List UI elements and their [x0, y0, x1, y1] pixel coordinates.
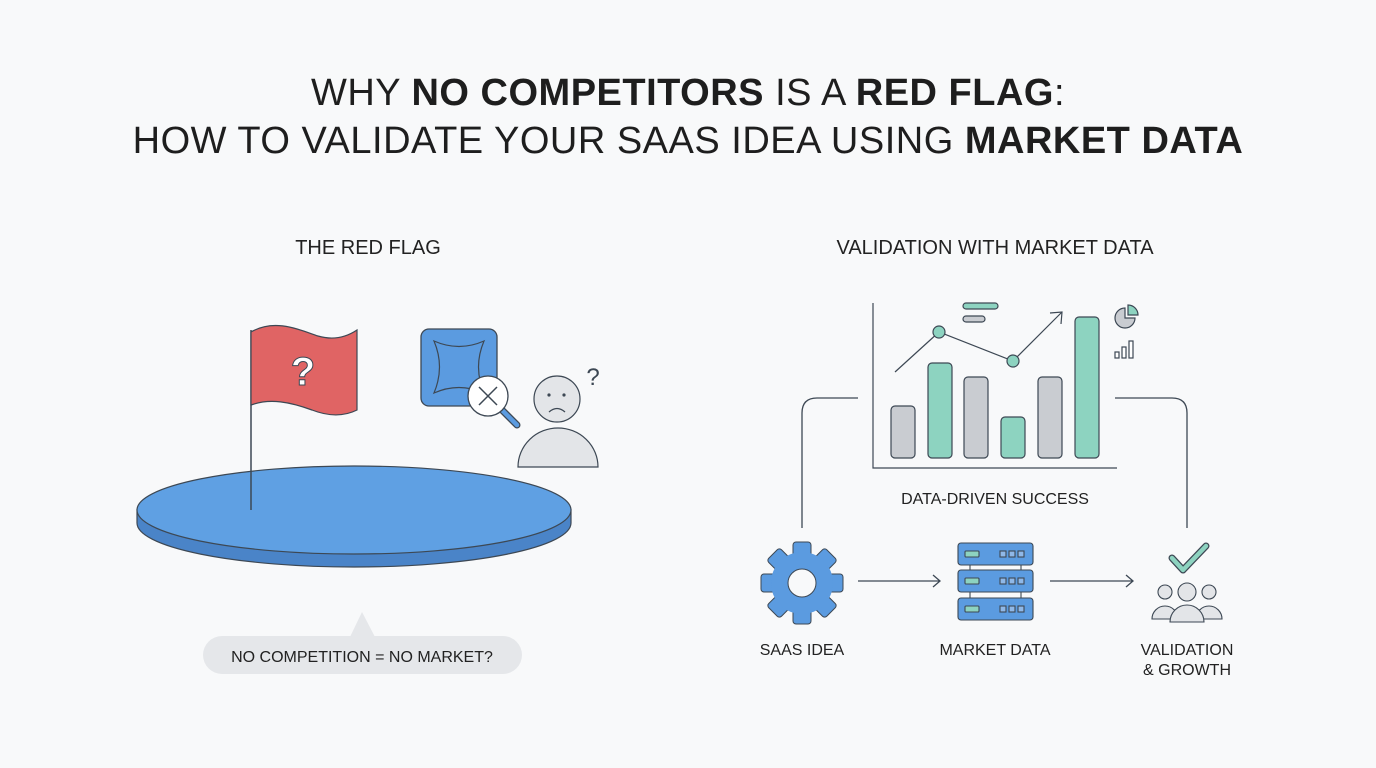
- bar: [1000, 416, 1026, 459]
- title-part-bold: RED FLAG: [855, 72, 1054, 114]
- title-part: HOW TO VALIDATE YOUR SAAS IDEA USING: [132, 120, 965, 162]
- users-check-icon: [1151, 542, 1223, 623]
- server-icon: [957, 542, 1034, 621]
- flag-question-mark: ?: [291, 350, 315, 394]
- title-part-bold: MARKET DATA: [964, 120, 1244, 162]
- bar: [963, 376, 989, 459]
- success-chart-illustration: [872, 302, 1139, 469]
- bar: [927, 362, 953, 459]
- bar: [890, 405, 916, 459]
- chart-caption: DATA-DRIVEN SUCCESS: [901, 491, 1089, 508]
- left-heading: THE RED FLAG: [295, 237, 441, 259]
- red-flag-icon: ?: [250, 324, 358, 510]
- person-question-mark: ?: [586, 364, 599, 391]
- right-heading: VALIDATION WITH MARKET DATA: [836, 237, 1154, 259]
- speech-bubble: NO COMPETITION = NO MARKET?: [203, 612, 522, 674]
- bubble-text: NO COMPETITION = NO MARKET?: [231, 649, 493, 666]
- bar: [1074, 316, 1100, 459]
- bar: [1037, 376, 1063, 459]
- step-label-saas-idea: SAAS IDEA: [760, 642, 845, 659]
- market-disk: [136, 465, 572, 568]
- title-part: :: [1053, 72, 1066, 114]
- title-line-1: WHY NO COMPETITORS IS A RED FLAG:: [0, 72, 1376, 115]
- step-label-validation: VALIDATION: [1141, 642, 1234, 659]
- title-line-2: HOW TO VALIDATE YOUR SAAS IDEA USING MAR…: [0, 120, 1376, 163]
- title-part: IS A: [764, 72, 856, 114]
- step-label-growth: & GROWTH: [1143, 662, 1231, 679]
- title-part-bold: NO COMPETITORS: [411, 72, 765, 114]
- connector-lines: [801, 397, 1188, 588]
- gear-icon: [760, 541, 844, 625]
- title-part: WHY: [310, 72, 412, 114]
- competitor-search-icon: [420, 328, 521, 429]
- step-label-market-data: MARKET DATA: [939, 642, 1050, 659]
- confused-person-icon: ?: [517, 364, 600, 468]
